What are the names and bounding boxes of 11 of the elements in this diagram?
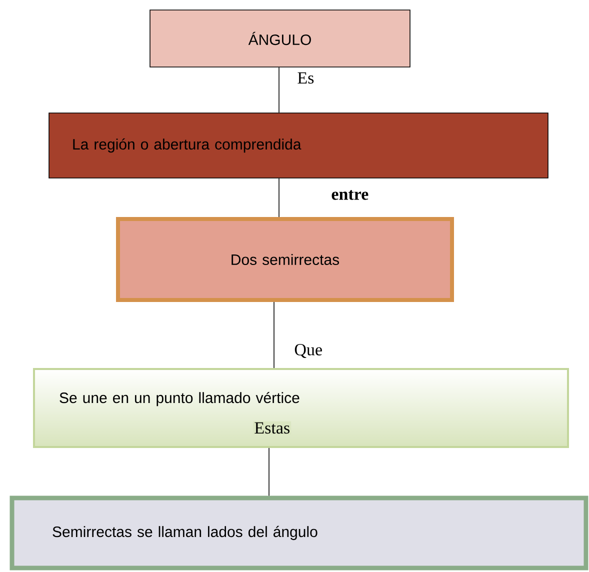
edge-label: entre [330, 189, 370, 201]
concept-box: La región o abertura comprendida [48, 112, 548, 178]
edge-label: Estas [253, 421, 292, 435]
connector-line [268, 448, 270, 496]
concept-box: Dos semirrectas [116, 217, 454, 302]
concept-box: ÁNGULO [150, 10, 410, 68]
concept-box: Semirrectas se llaman lados del ángulo [10, 496, 588, 570]
edge-label: Es [296, 71, 316, 85]
connector-line [278, 178, 280, 218]
edge-label: Que [293, 343, 324, 359]
connector-line [278, 67, 280, 113]
